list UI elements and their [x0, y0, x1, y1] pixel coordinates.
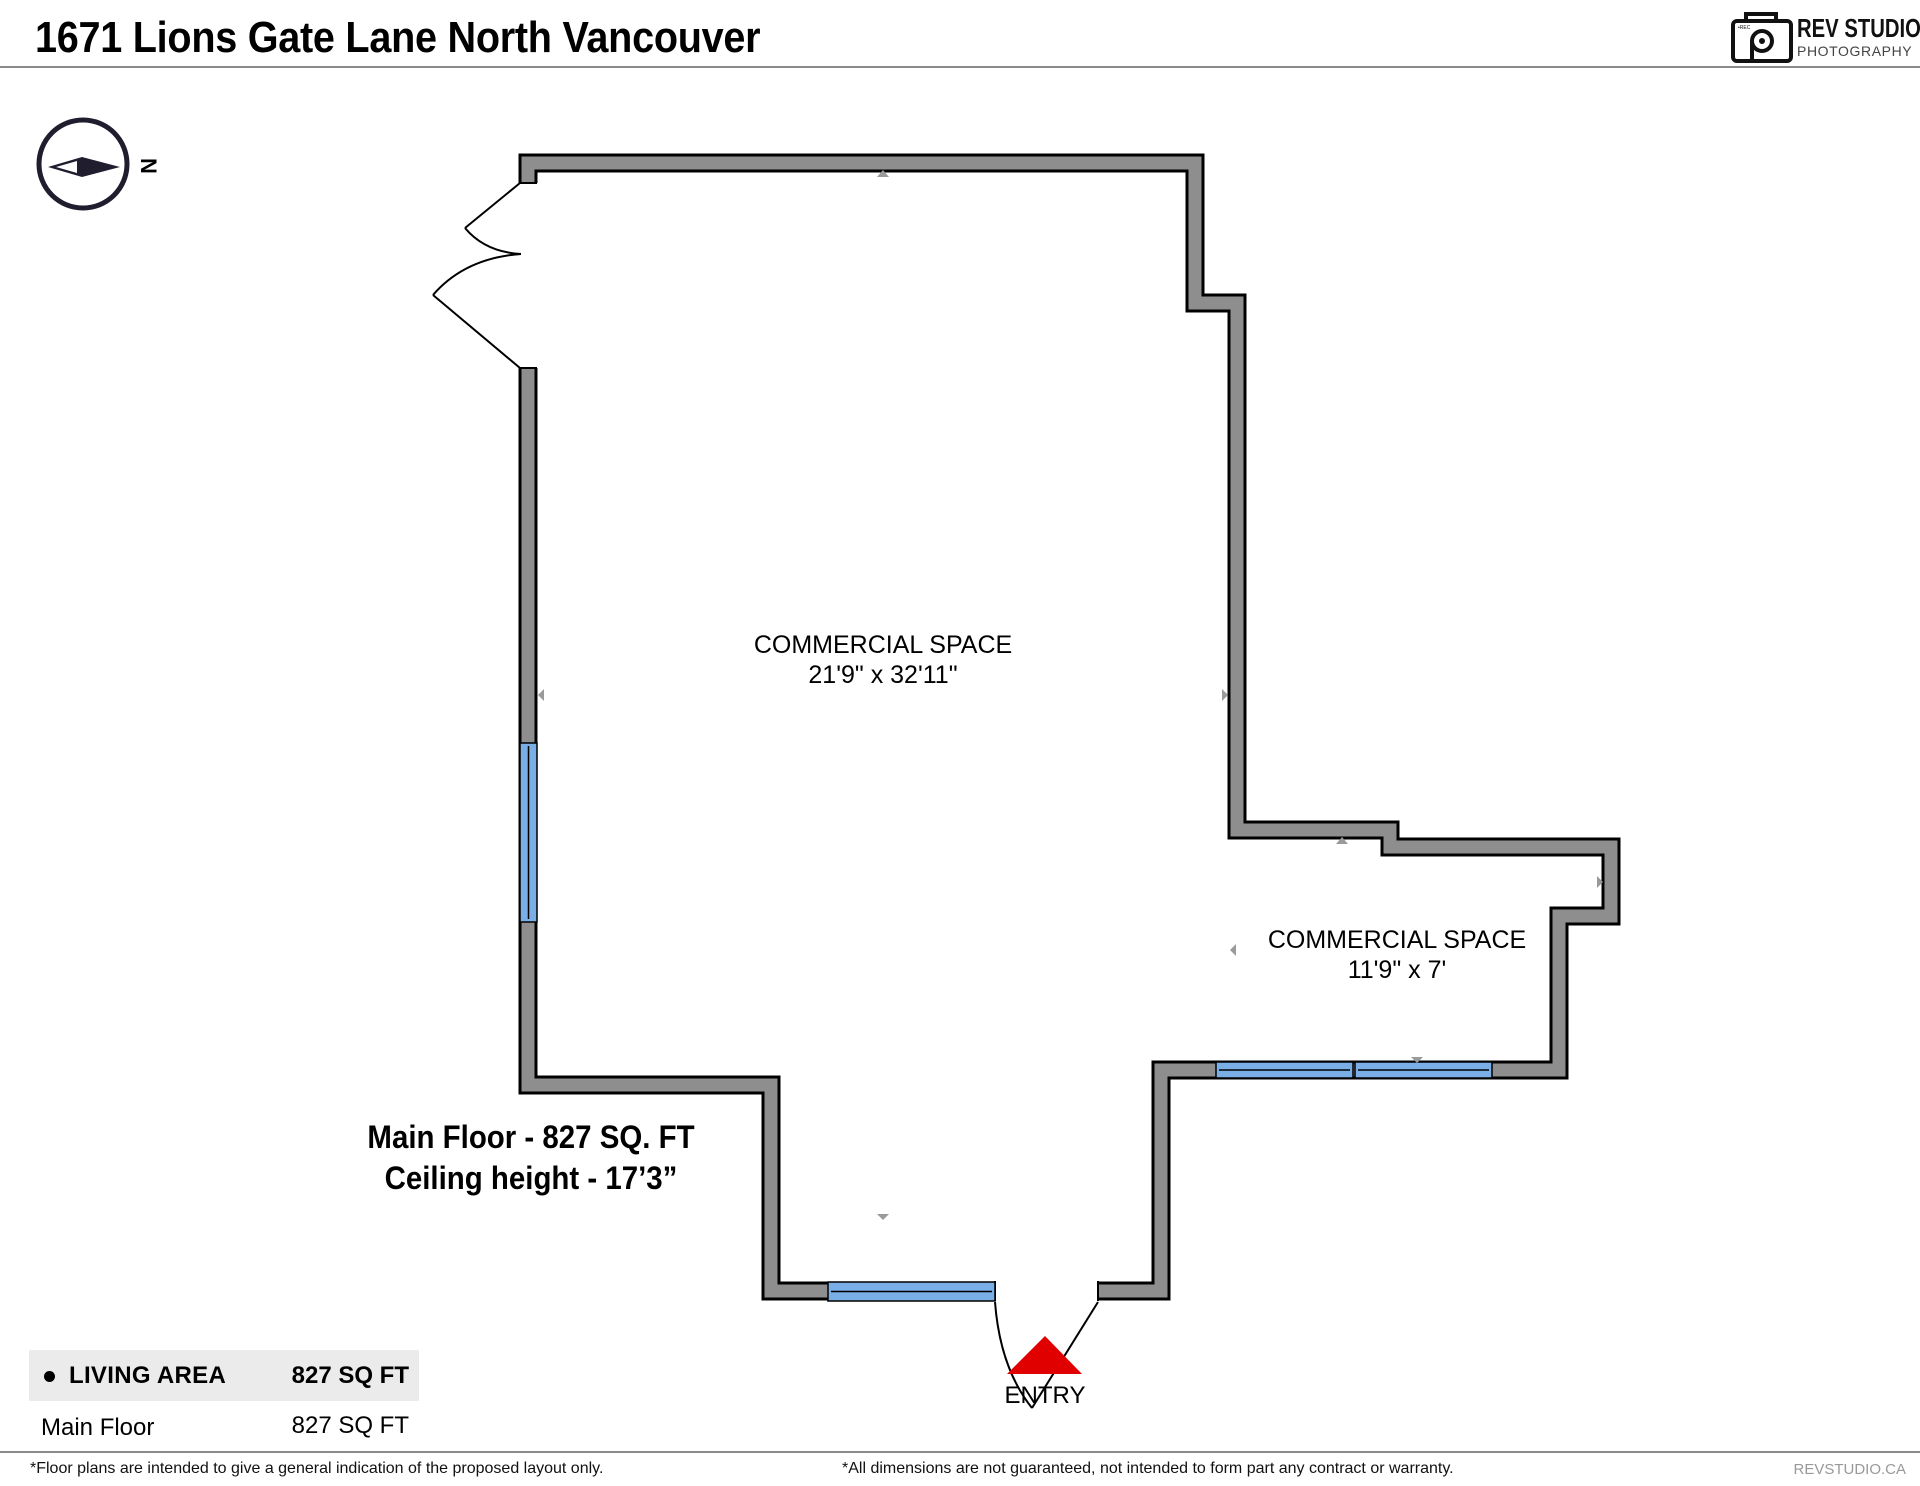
camera-icon: •REC	[1731, 12, 1793, 63]
logo-tagline: PHOTOGRAPHY	[1797, 43, 1913, 59]
floor-name: Main Floor	[41, 1414, 155, 1441]
living-area-label: LIVING AREA	[69, 1362, 227, 1389]
room-dimensions: 11'9" x 7'	[1347, 956, 1447, 984]
disclaimer-dimensions: *All dimensions are not guaranteed, not …	[842, 1460, 1454, 1477]
room-label-small: COMMERCIAL SPACE 11'9" x 7'	[1268, 925, 1526, 985]
ceiling-height-text: Ceiling height - 17’3”	[384, 1160, 678, 1196]
bullet-icon	[44, 1371, 55, 1382]
header-divider	[0, 66, 1920, 68]
site-link[interactable]: REVSTUDIO.CA	[1793, 1461, 1906, 1478]
window-small-room-1	[1215, 1061, 1354, 1079]
living-area-value: 827 SQ FT	[291, 1362, 409, 1389]
entry-arrow-icon	[1007, 1336, 1082, 1374]
compass-icon	[36, 117, 130, 211]
door-double-left	[432, 182, 522, 369]
room-dimensions: 21'9" x 32'11"	[808, 661, 958, 689]
area-table: LIVING AREA 827 SQ FT Main Floor 827 SQ …	[29, 1350, 419, 1449]
area-table-header: LIVING AREA 827 SQ FT	[29, 1350, 419, 1401]
windows	[519, 742, 1493, 1302]
entry-label: ENTRY	[1004, 1382, 1086, 1409]
footer-divider	[0, 1451, 1920, 1453]
table-row: Main Floor 827 SQ FT	[29, 1401, 419, 1449]
floor-area: 827 SQ FT	[291, 1412, 409, 1439]
window-small-room-2	[1354, 1061, 1493, 1079]
wall-markers	[538, 170, 1603, 1220]
door-entry	[994, 1301, 1099, 1409]
window-corridor-bottom	[827, 1281, 996, 1302]
logo: •REC	[1730, 8, 1915, 64]
svg-text:•REC: •REC	[1738, 25, 1751, 31]
room-name: COMMERCIAL SPACE	[753, 631, 1013, 659]
room-name: COMMERCIAL SPACE	[1267, 926, 1527, 954]
floor-summary: Main Floor - 827 SQ. FT Ceiling height -…	[353, 1117, 709, 1199]
logo-name: REV STUDIO	[1797, 13, 1920, 43]
room-label-main: COMMERCIAL SPACE 21'9" x 32'11"	[754, 630, 1012, 690]
window-left-wall	[519, 742, 538, 923]
floor-area-text: Main Floor - 827 SQ. FT	[367, 1119, 695, 1155]
page-title: 1671 Lions Gate Lane North Vancouver	[35, 13, 761, 62]
disclaimer-layout: *Floor plans are intended to give a gene…	[30, 1460, 604, 1477]
